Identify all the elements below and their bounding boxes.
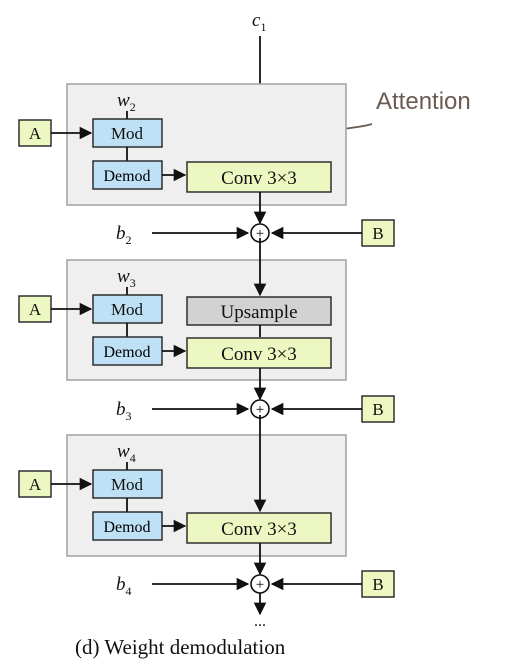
- input-label: c1: [252, 10, 266, 34]
- continuation-dots: ...: [254, 613, 266, 630]
- plus-symbol: +: [256, 402, 264, 418]
- plus-symbol: +: [256, 577, 264, 593]
- w-label: w3: [117, 266, 136, 290]
- demod-box: [92, 160, 163, 190]
- a-box-label: A: [29, 124, 42, 143]
- b-label: b4: [116, 574, 132, 598]
- conv-box: [186, 161, 332, 193]
- b-box-label: B: [372, 575, 383, 594]
- b-label: b2: [116, 223, 132, 247]
- b-box: [361, 570, 395, 598]
- attention-annotation: Attention: [376, 88, 471, 115]
- conv-box: [186, 337, 332, 369]
- conv-label: Conv 3×3: [221, 519, 297, 540]
- plus-symbol: +: [256, 226, 264, 242]
- a-box: [18, 470, 52, 498]
- caption: (d) Weight demodulation: [75, 635, 286, 659]
- mod-box: [92, 469, 163, 499]
- conv-label: Conv 3×3: [221, 344, 297, 365]
- b-label: b3: [116, 399, 132, 423]
- conv-box: [186, 512, 332, 544]
- conv-label: Conv 3×3: [221, 168, 297, 189]
- mod-label: Mod: [111, 124, 144, 143]
- demod-box: [92, 336, 163, 366]
- a-box: [18, 295, 52, 323]
- upsample-box: [186, 296, 332, 326]
- demod-label: Demod: [103, 168, 150, 185]
- b-box-label: B: [372, 224, 383, 243]
- a-box-label: A: [29, 475, 42, 494]
- mod-box: [92, 118, 163, 148]
- upsample-label: Upsample: [220, 302, 297, 323]
- demod-label: Demod: [103, 344, 150, 361]
- demod-label: Demod: [103, 519, 150, 536]
- a-box-label: A: [29, 300, 42, 319]
- mod-box: [92, 294, 163, 324]
- mod-label: Mod: [111, 300, 144, 319]
- w-label: w2: [117, 90, 136, 114]
- w-label: w4: [117, 441, 136, 465]
- mod-label: Mod: [111, 475, 144, 494]
- b-box: [361, 219, 395, 247]
- b-box-label: B: [372, 400, 383, 419]
- b-box: [361, 395, 395, 423]
